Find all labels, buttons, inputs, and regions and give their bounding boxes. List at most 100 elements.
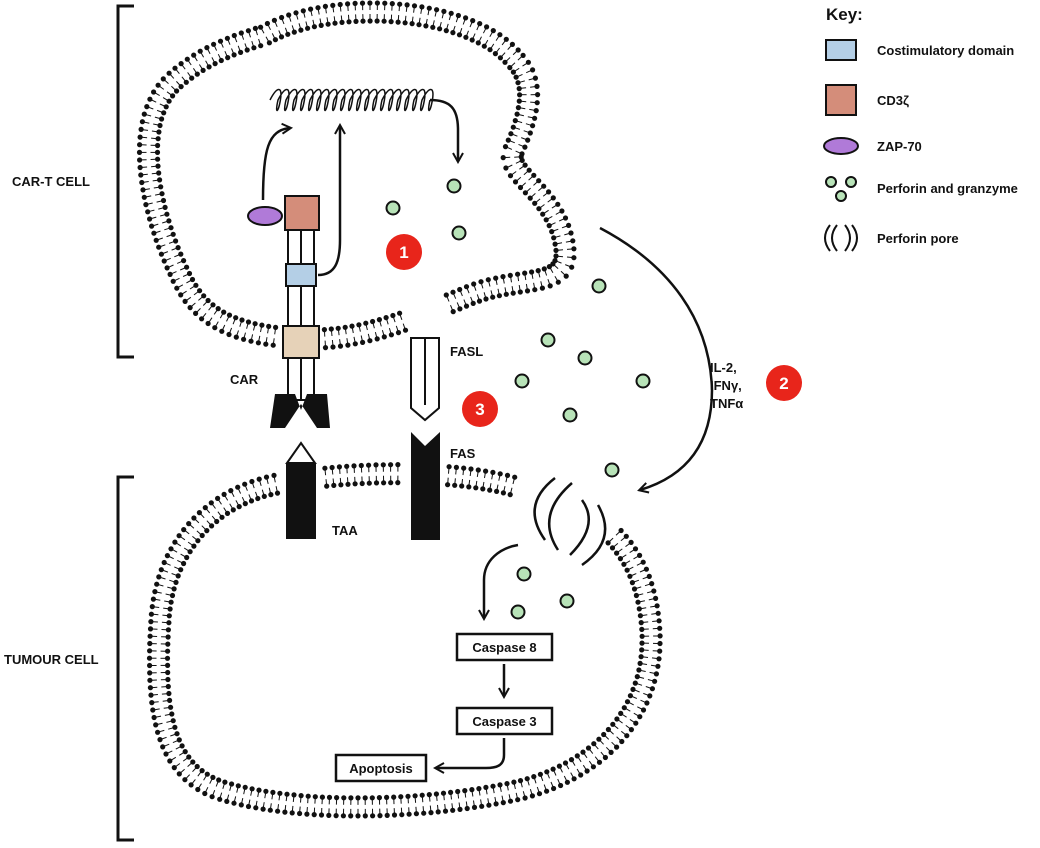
lipid-head — [152, 589, 158, 595]
lipid-head — [644, 700, 650, 706]
lipid-tail — [163, 569, 169, 573]
lipid-head — [382, 0, 388, 6]
lipid-head — [652, 678, 658, 684]
lipid-tail — [498, 475, 501, 481]
lipid-head — [169, 592, 176, 599]
lipid-head — [258, 43, 264, 49]
lipid-head — [475, 40, 481, 46]
lipid-head — [151, 714, 157, 721]
lipid-head — [277, 790, 283, 796]
lipid-tail — [476, 471, 479, 477]
lipid-head — [437, 26, 443, 32]
lipid-head — [500, 800, 506, 806]
zap70 — [247, 206, 283, 226]
lipid-head — [165, 669, 171, 676]
lipid-tail — [468, 479, 471, 485]
lipid-head — [285, 31, 291, 37]
lipid-head — [166, 218, 172, 224]
lipid-tail — [274, 329, 276, 335]
lipid-head — [236, 504, 242, 510]
lipid-tail — [517, 73, 523, 77]
lipid-head — [475, 467, 481, 473]
lipid-tail — [172, 740, 178, 744]
lipid-head — [204, 528, 210, 534]
fasl-label: FASL — [450, 344, 483, 359]
lipid-head — [260, 806, 266, 812]
lipid-head — [468, 466, 474, 472]
lipid-head — [374, 18, 380, 24]
lipid-tail — [618, 719, 623, 724]
lipid-tail — [244, 43, 248, 49]
lipid-tail — [235, 500, 239, 506]
lipid-head — [211, 41, 217, 47]
lipid-head — [509, 41, 515, 48]
lipid-tail — [181, 76, 186, 82]
lipid-head — [195, 786, 201, 793]
lipid-tail — [609, 537, 614, 542]
lipid-head — [271, 17, 277, 23]
lipid-head — [191, 543, 197, 549]
lipid-head — [166, 70, 172, 76]
lipid-head — [156, 574, 162, 580]
lipid-head — [510, 69, 516, 75]
lipid-head — [315, 5, 321, 11]
lipid-head — [140, 187, 146, 193]
lipid-head — [493, 801, 499, 807]
lipid-head — [555, 279, 561, 285]
lipid-head — [413, 811, 419, 817]
lipid-tail — [196, 530, 202, 535]
lipid-tail — [351, 328, 354, 334]
lipid-head — [634, 674, 640, 680]
lipid-head — [553, 247, 559, 253]
car-receptor — [247, 195, 330, 428]
lipid-head — [370, 318, 376, 325]
lipid-head — [239, 317, 245, 323]
tumour-bracket — [116, 475, 134, 842]
lipid-tail — [605, 746, 611, 752]
lipid-tail — [167, 586, 173, 589]
lipid-head — [562, 760, 569, 766]
lipid-head — [624, 567, 630, 573]
lipid-tail — [613, 725, 619, 730]
lipid-tail — [191, 779, 196, 784]
lipid-tail — [625, 708, 631, 712]
lipid-tail — [535, 198, 541, 203]
lipid-tail — [404, 15, 407, 21]
lipid-head — [342, 324, 348, 330]
lipid-head — [176, 737, 182, 743]
lipid-head — [627, 693, 634, 699]
lipid-head — [197, 48, 203, 54]
lipid-tail — [241, 797, 244, 804]
lipid-tail — [515, 792, 518, 798]
lipid-head — [305, 793, 311, 799]
lipid-head — [550, 261, 556, 267]
lipid-tail — [147, 202, 153, 205]
lipid-head — [182, 777, 188, 783]
lipid-head — [278, 34, 285, 40]
lipid-tail — [506, 785, 509, 791]
lipid-head — [147, 626, 154, 632]
lipid-head — [532, 75, 539, 81]
lipid-head — [209, 794, 215, 800]
lipid-head — [147, 640, 153, 647]
lipid-tail — [151, 137, 157, 140]
lipid-tail — [462, 470, 464, 476]
lipid-head — [457, 306, 463, 312]
legend-item-costimulatory: Costimulatory domain — [877, 43, 1014, 58]
lipid-head — [178, 292, 184, 298]
lipid-tail — [331, 339, 334, 346]
lipid-tail — [560, 270, 566, 276]
lipid-tail — [164, 600, 170, 603]
lipid-head — [367, 18, 373, 24]
lipid-head — [388, 480, 394, 486]
lipid-head — [217, 38, 224, 44]
lipid-head — [480, 486, 486, 492]
lipid-tail — [455, 17, 459, 23]
granule — [540, 332, 556, 348]
fas-label: FAS — [450, 446, 476, 461]
lipid-tail — [265, 36, 269, 42]
lipid-tail — [177, 260, 182, 264]
lipid-tail — [523, 171, 528, 176]
lipid-tail — [491, 474, 494, 480]
lipid-head — [574, 753, 580, 759]
